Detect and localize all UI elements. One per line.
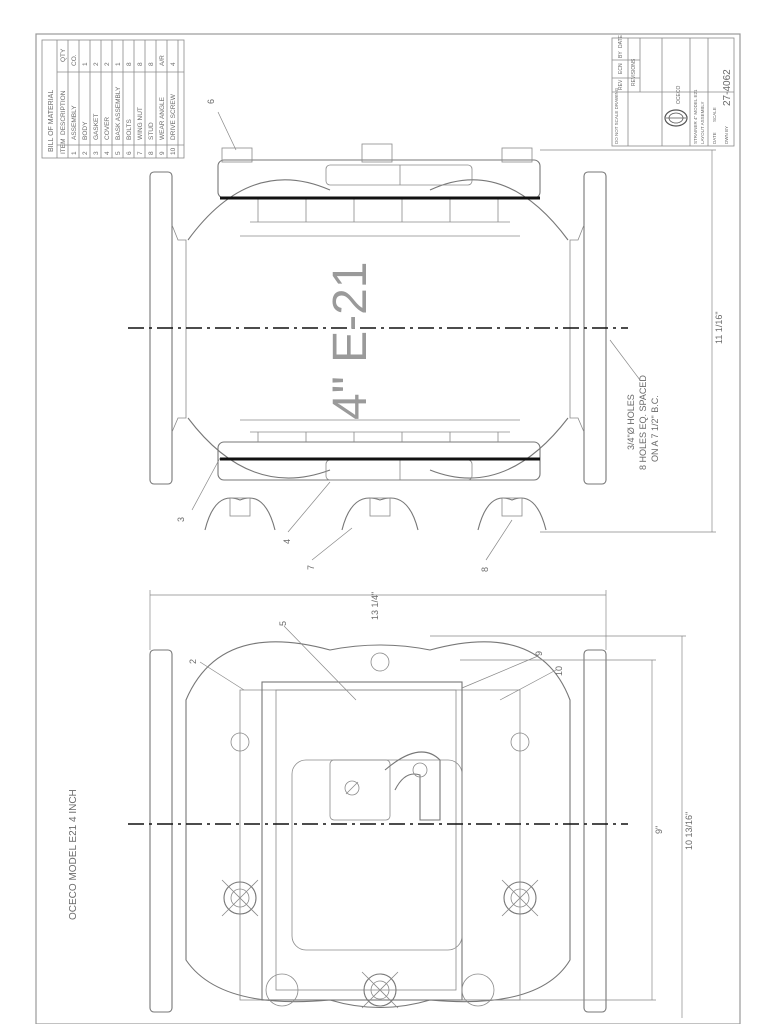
bom-cell-item: 8 [148,151,155,155]
bom-cell-qty: 2 [93,62,100,66]
drawing-title: OCECO MODEL E21 4 INCH [68,789,79,920]
bill-of-material: BILL OF MATERIAL ITEM DESCRIPTION QTY 1A… [41,39,185,159]
bolt-note-line-2: 8 HOLES EQ. SPACED [638,375,648,470]
model-mark: 4" E-21 [324,262,377,420]
bolt-note-line-1: 3/4"Ø HOLES [626,394,636,450]
bom-cell-description: BASK ASSEMBLY [115,86,122,140]
wing-nut [341,497,419,531]
callout-6: 6 [206,99,216,104]
bom-cell-item: 6 [126,151,133,155]
title-block-notes: DO NOT SCALE DRAWING [614,87,619,144]
callouts: 6 3 4 7 8 2 5 9 10 [176,99,564,701]
date-label: DATE [712,132,717,144]
bom-cell-description: BODY [82,121,89,140]
bom-cell-qty: 8 [148,62,155,66]
bom-cell-item: 5 [115,151,122,155]
dim-flange-height-text: 10 13/16" [684,812,694,850]
bom-header-qty: QTY [60,48,67,62]
bom-cell-description: GASKET [93,114,100,140]
bom-cell-qty: 1 [82,62,89,66]
bom-cell-qty: 4 [170,62,177,66]
callout-10: 10 [554,666,564,676]
callout-9: 9 [534,651,544,656]
bom-cell-description: WING NUT [137,107,144,140]
dwn-label: DWN BY [724,126,729,144]
bom-header-item: ITEM [60,138,67,154]
side-view: 4" E-21 [128,143,628,531]
bom-header-description: DESCRIPTION [60,90,67,135]
bolt-note-line-3: ON A 7 1/2" B.C. [650,395,660,462]
dim-overall-length-text: 13 1/4" [370,592,380,620]
bom-cell-item: 7 [137,151,144,155]
rev-header-date: DATE [618,34,624,48]
bom-cell-item: 9 [159,151,166,155]
drawing-desc-1: STRAINER 4" MODEL E21 [693,89,698,144]
bom-cell-qty: 1 [115,62,122,66]
rev-header-rev: REV [618,79,624,90]
bom-cell-qty: A/R [159,55,166,66]
front-view: OCECO MODEL E21 4 INCH [68,641,628,1013]
bom-cell-description: DRIVE SCREW [170,93,177,140]
bom-cell-description: STUD [148,122,155,140]
wing-nut [204,497,276,531]
bom-cell-item: 1 [71,151,78,155]
sheet-border [35,33,741,1024]
bom-cell-qty: 2 [104,62,111,66]
callout-3: 3 [176,517,186,522]
bom-cell-item: 4 [104,151,111,155]
bom-cell-description: ASSEMBLY [71,105,78,140]
bom-cell-description: COVER [104,117,111,140]
bom-cell-qty: 8 [126,62,133,66]
company-name: OCECO [676,86,682,104]
dimension-flange-height: 10 13/16" [430,635,694,1018]
dimension-body-height: 9" [460,659,664,1001]
dimension-side-width: 11 1/16" [540,149,724,533]
bom-cell-item: 3 [93,151,100,155]
wing-nut-front [221,879,259,917]
wing-nut-front [501,879,539,917]
bom-cell-item: 10 [170,147,177,155]
bolt-hole-note: 3/4"Ø HOLES 8 HOLES EQ. SPACED ON A 7 1/… [609,339,660,470]
bom-cell-qty: CO. [71,54,78,66]
drawing-number: 27-4062 [722,69,733,106]
bom-cell-description: BOLTS [126,119,133,140]
callout-4: 4 [282,539,292,544]
callout-2: 2 [188,659,198,664]
drawing-desc-2: LAYOUT ASSEMBLY [700,101,705,144]
revisions-label: REVISIONS [631,58,637,86]
bom-cell-description: WEAR ANGLE [159,96,166,140]
callout-5: 5 [278,621,288,626]
bom-cell-item: 2 [82,151,89,155]
scale-label: SCALE [712,107,717,122]
dimension-overall-length: 13 1/4" [149,590,607,650]
wing-nut [477,497,547,531]
dim-body-height-text: 9" [654,826,664,834]
title-block: REV ECN BY DATE REVISIONS DO NOT SCALE D… [611,34,735,147]
rev-header-by: BY [618,51,624,58]
company-logo [664,109,688,127]
wing-nut-front [361,971,399,1009]
dim-side-width-text: 11 1/16" [714,311,724,344]
bom-title: BILL OF MATERIAL [48,90,55,152]
callout-7: 7 [306,565,316,570]
rev-header-ecn: ECN [618,63,624,74]
bom-cell-qty: 8 [137,62,144,66]
callout-8: 8 [480,567,490,572]
